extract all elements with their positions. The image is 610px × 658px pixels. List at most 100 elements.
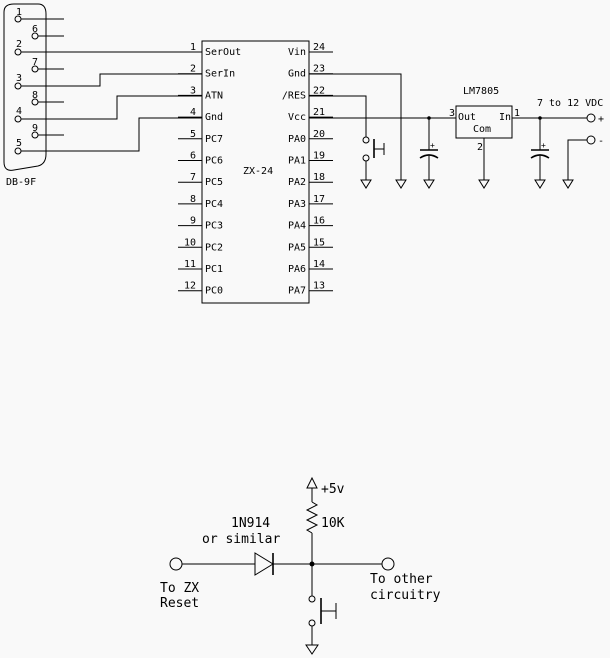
- zx24-right-pins: 24Vin23Gnd22/RES21Vcc20PA019PA118PA217PA…: [282, 42, 333, 297]
- regulator-name: LM7805: [463, 86, 499, 97]
- svg-text:+: +: [541, 141, 546, 150]
- reset-circuit: +5v 10K 1N914 or similar To ZX Reset To …: [160, 476, 441, 655]
- chip-right-pin-number: 23: [313, 64, 325, 75]
- chip-right-pin-label: PA0: [288, 134, 306, 145]
- chip-right-pin-label: PA4: [288, 221, 306, 232]
- chip-left-pin-label: PC4: [205, 199, 223, 210]
- chip-left-pin-number: 5: [190, 129, 196, 140]
- chip-left-pin-label: SerIn: [205, 69, 235, 80]
- chip-left-pin-label: PC3: [205, 221, 223, 232]
- chip-left-pin-label: PC1: [205, 264, 223, 275]
- to-other-label-line2: circuitry: [370, 588, 441, 603]
- chip-left-pin-number: 10: [184, 237, 196, 248]
- chip-right-pin-label: PA5: [288, 242, 306, 253]
- to-other-label-line1: To other: [370, 572, 433, 587]
- chip-left-pin-label: PC7: [205, 134, 223, 145]
- regulator-com-label: Com: [473, 124, 491, 135]
- db9-pin-label-6: 6: [32, 24, 38, 35]
- db9-shell: [3, 3, 47, 171]
- to-zx-label-line1: To ZX: [160, 581, 199, 596]
- supply-plus-label: +: [598, 114, 604, 125]
- resistor: [305, 501, 319, 534]
- reset-switch-top: [309, 95, 385, 189]
- chip-right-pin-label: Vcc: [288, 112, 306, 123]
- regulator-in-label: In: [499, 112, 511, 123]
- chip-left-pin-number: 3: [190, 85, 196, 96]
- diode-label-line2: or similar: [202, 532, 280, 547]
- ground-symbol: [534, 179, 546, 189]
- chip-right-pin-number: 20: [313, 129, 325, 140]
- ground-symbol: [478, 179, 490, 189]
- db9-connector-label: DB-9F: [6, 177, 36, 188]
- zx24-name: ZX-24: [243, 166, 273, 177]
- chip-right-pin-label: PA6: [288, 264, 306, 275]
- diode: [254, 552, 274, 576]
- regulator-pin-out: 3: [449, 108, 455, 119]
- svg-text:+: +: [430, 141, 435, 150]
- supply-label: 7 to 12 VDC: [537, 98, 603, 109]
- chip-left-pin-number: 8: [190, 194, 196, 205]
- chip-left-pin-number: 4: [190, 107, 196, 118]
- chip-left-pin-label: Gnd: [205, 112, 223, 123]
- chip-right-pin-number: 14: [313, 259, 325, 270]
- input-net: + 7 to 12 VDC + -: [512, 98, 604, 189]
- chip-left-pin-number: 1: [190, 42, 196, 53]
- vcc-net: +: [309, 116, 456, 189]
- regulator-out-label: Out: [458, 112, 476, 123]
- supply-arrow-icon: [306, 476, 318, 489]
- supply-minus-label: -: [598, 136, 604, 147]
- chip-left-pin-number: 11: [184, 259, 196, 270]
- chip-right-pin-number: 19: [313, 151, 325, 162]
- db9-pin-label-8: 8: [32, 90, 38, 101]
- db9-pin-label-2: 2: [16, 39, 22, 50]
- to-zx-reset-terminal: [169, 557, 183, 571]
- chip-right-pin-label: Vin: [288, 47, 306, 58]
- chip-right-pin-label: /RES: [282, 90, 306, 101]
- resistor-label: 10K: [321, 516, 345, 531]
- chip-right-pin-number: 15: [313, 237, 325, 248]
- regulator-pin-in: 1: [514, 108, 520, 119]
- chip-right-pin-label: PA1: [288, 156, 306, 167]
- ground-symbol: [395, 179, 407, 189]
- ground-symbol: [360, 179, 372, 189]
- db9-connector: 1 2 3 4 5 6 7 8 9 DB-9F: [3, 3, 64, 188]
- chip-right-pin-number: 16: [313, 216, 325, 227]
- chip-right-pin-number: 21: [313, 107, 325, 118]
- supply-plus-terminal: [586, 113, 596, 123]
- db9-pin-label-5: 5: [16, 138, 22, 149]
- chip-right-pin-number: 24: [313, 42, 325, 53]
- chip-left-pin-label: ATN: [205, 90, 223, 101]
- supply-5v-label: +5v: [321, 482, 345, 497]
- chip-right-pin-number: 17: [313, 194, 325, 205]
- chip-right-pin-label: PA3: [288, 199, 306, 210]
- chip-left-pin-label: PC6: [205, 156, 223, 167]
- db9-pin-label-1: 1: [16, 7, 22, 18]
- chip-left-pin-label: PC5: [205, 177, 223, 188]
- chip-right-pin-label: PA2: [288, 177, 306, 188]
- gnd-net: [309, 73, 407, 189]
- chip-right-pin-label: PA7: [288, 286, 306, 297]
- serial-wires: [21, 51, 202, 152]
- zx24-body: [201, 40, 310, 304]
- db9-pin-label-9: 9: [32, 123, 38, 134]
- chip-left-pin-number: 7: [190, 172, 196, 183]
- to-other-circuitry-terminal: [381, 557, 395, 571]
- db9-pin-label-7: 7: [32, 57, 38, 68]
- to-zx-label-line2: Reset: [160, 596, 199, 611]
- chip-left-pin-number: 2: [190, 64, 196, 75]
- chip-left-pin-number: 9: [190, 216, 196, 227]
- supply-minus-terminal: [586, 135, 596, 145]
- chip-left-pin-label: SerOut: [205, 47, 241, 58]
- lm7805-regulator: LM7805 Out In Com 3 1 2: [449, 86, 520, 189]
- regulator-pin-com: 2: [477, 142, 483, 153]
- ground-symbol: [562, 179, 574, 189]
- chip-left-pin-label: PC0: [205, 286, 223, 297]
- chip-right-pin-number: 18: [313, 172, 325, 183]
- ground-symbol: [305, 644, 319, 655]
- diode-label-line1: 1N914: [231, 516, 270, 531]
- chip-right-pin-label: Gnd: [288, 69, 306, 80]
- chip-right-pin-number: 13: [313, 281, 325, 292]
